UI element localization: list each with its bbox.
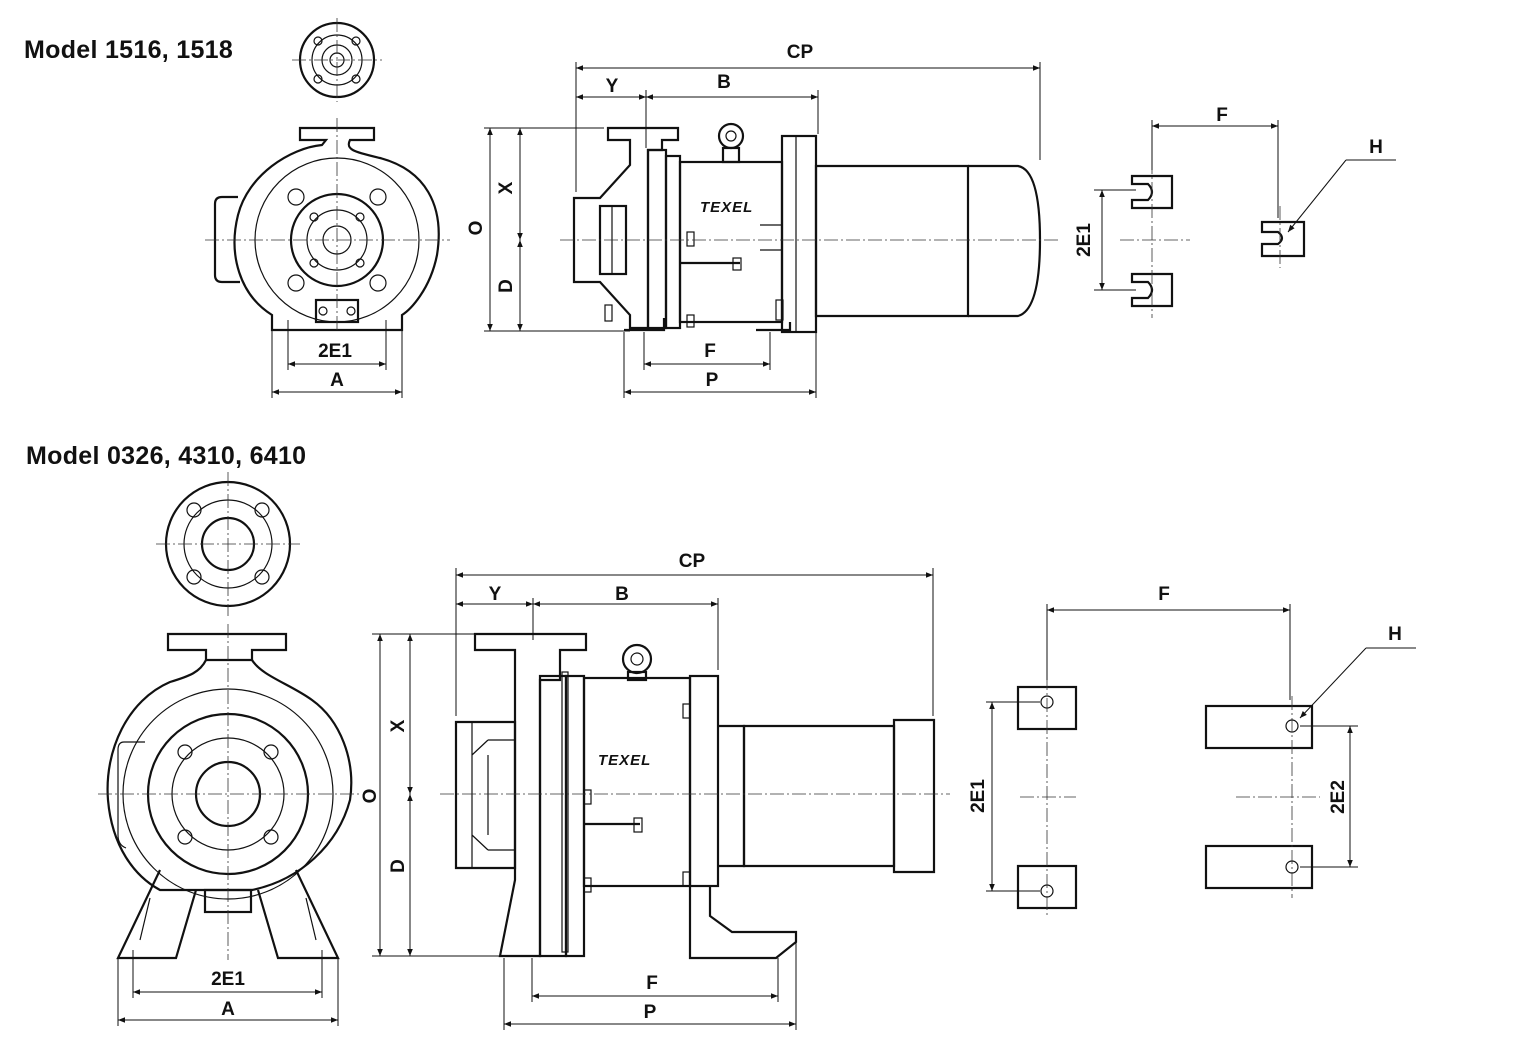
model-a-y-label: Y: [606, 76, 619, 97]
model-a-cp-label: CP: [787, 42, 814, 63]
model-b-y-label: Y: [489, 584, 502, 605]
model-a-b-label: B: [717, 72, 731, 93]
model-b-side-f-label: F: [646, 973, 658, 994]
model-a-foot-detail: F 2E1 H: [1074, 105, 1396, 318]
model-a-o-label: O: [466, 221, 487, 236]
model-b-side-p-label: P: [644, 1002, 657, 1023]
model-b-h-label: H: [1388, 624, 1402, 645]
model-b-detail-2e2-label: 2E2: [1328, 780, 1349, 814]
model-b-detail-f-label: F: [1158, 584, 1170, 605]
model-0326-4310-6410-title: Model 0326, 4310, 6410: [26, 442, 307, 470]
model-b-cp-label: CP: [679, 551, 706, 572]
model-a-h-label: H: [1369, 137, 1383, 158]
model-a-side-f-label: F: [704, 341, 716, 362]
model-b-b-label: B: [615, 584, 629, 605]
model-a-d-label: D: [496, 279, 517, 293]
model-a-brand-logo: TEXEL: [700, 199, 753, 216]
model-b-foot-detail: F 2E1 2E2 H: [968, 584, 1416, 918]
model-a-front-a-label: A: [330, 370, 344, 391]
model-b-front-view: 2E1 A: [98, 472, 362, 1026]
model-b-x-label: X: [388, 719, 409, 732]
model-a-front-2e1-label: 2E1: [318, 341, 352, 362]
model-a-detail-f-label: F: [1216, 105, 1228, 126]
model-a-side-view: TEXEL CP Y B O X D: [466, 42, 1060, 398]
model-1516-1518-title: Model 1516, 1518: [24, 36, 234, 64]
model-b-front-2e1-label: 2E1: [211, 969, 245, 990]
model-b-front-a-label: A: [221, 999, 235, 1020]
model-a-suction-flange-top: [292, 18, 382, 102]
model-a-detail-2e1-label: 2E1: [1074, 223, 1095, 257]
model-a-front-view: 2E1 A: [205, 18, 450, 398]
model-a-x-label: X: [496, 181, 517, 194]
model-b-suction-flange-top: [156, 472, 300, 616]
model-b-d-label: D: [388, 859, 409, 873]
model-b-detail-2e1-label: 2E1: [968, 779, 989, 813]
model-b-brand-logo: TEXEL: [598, 752, 651, 769]
model-b-side-view: TEXEL CP Y B O X D: [360, 551, 950, 1030]
model-b-o-label: O: [360, 789, 381, 804]
model-a-side-p-label: P: [706, 370, 719, 391]
